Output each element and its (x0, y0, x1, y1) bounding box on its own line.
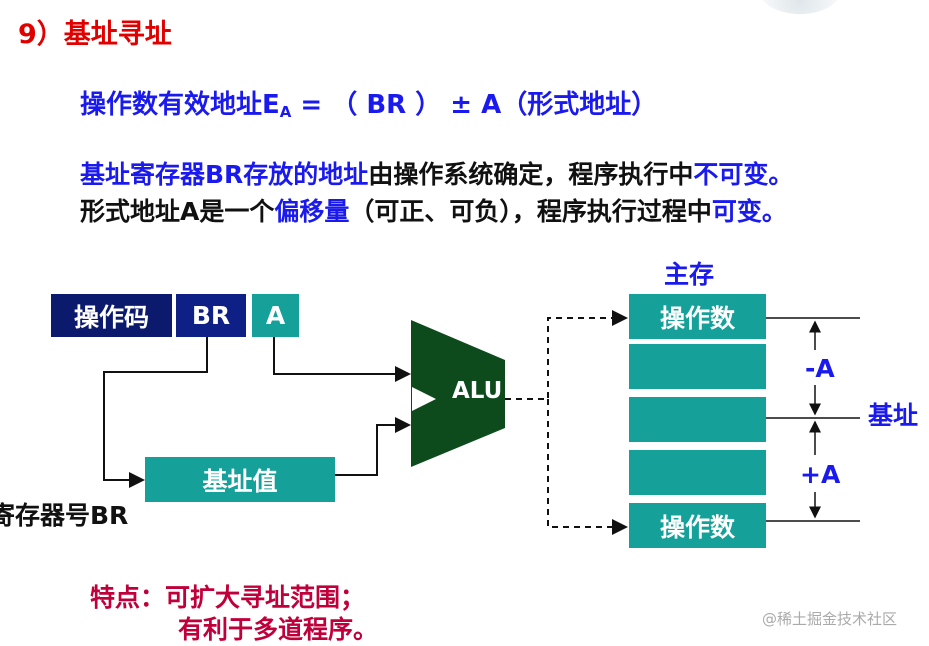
watermark: @稀土掘金技术社区 (762, 610, 898, 628)
base-value-box: 基址值 (145, 457, 335, 502)
alu-output-bottom (547, 399, 628, 535)
line2-seg2: 偏移量 (274, 197, 350, 226)
line1-seg2: 由操作系统确定，程序执行中 (368, 160, 694, 189)
br-to-base-line (103, 337, 208, 488)
memory-cell (629, 450, 766, 495)
alu-label: ALU (452, 378, 503, 404)
plus-a-label: +A (800, 460, 841, 489)
line1-seg3: 不可变。 (693, 160, 794, 189)
memory-cell (629, 344, 766, 389)
a-field: A (252, 294, 299, 337)
base-address-label: 基址 (868, 401, 919, 430)
line2-seg1: 形式地址A是一个 (80, 197, 275, 226)
memory-cell: 操作数 (629, 294, 766, 339)
feature-line-2: 有利于多道程序。 (178, 615, 379, 644)
description-line-2: 形式地址A是一个偏移量（可正、可负），程序执行过程中可变。 (80, 192, 787, 228)
register-label: 寄存器号BR (0, 501, 129, 530)
alu-output-top (505, 310, 628, 400)
formula-subscript: A (279, 103, 292, 121)
page-title: 9）基址寻址 (18, 19, 172, 50)
description-line-1: 基址寄存器BR存放的地址由操作系统确定，程序执行中不可变。 (80, 155, 793, 191)
memory-cell: 操作数 (629, 503, 766, 548)
line2-seg4: 可变。 (711, 197, 787, 226)
formula-rhs: = （ BR ） ± A（形式地址） (291, 90, 658, 120)
opcode-field: 操作码 (51, 294, 172, 337)
memory-cell (629, 397, 766, 442)
decorative-blob (760, 0, 840, 14)
minus-a-label: -A (805, 354, 835, 383)
alu-inner-arrow (412, 387, 436, 411)
memory-title: 主存 (664, 260, 715, 289)
line2-seg3: （可正、可负），程序执行过程中 (349, 197, 712, 226)
a-to-alu-line (273, 337, 411, 382)
feature-line-1: 特点：可扩大寻址范围； (90, 583, 366, 612)
br-field: BR (176, 294, 246, 337)
formula-lhs: 操作数有效地址E (80, 90, 280, 120)
alu-shape (411, 320, 505, 467)
base-to-alu-line (335, 417, 411, 476)
effective-address-formula: 操作数有效地址EA = （ BR ） ± A（形式地址） (80, 84, 657, 121)
line1-seg1: 基址寄存器BR存放的地址 (80, 160, 369, 189)
